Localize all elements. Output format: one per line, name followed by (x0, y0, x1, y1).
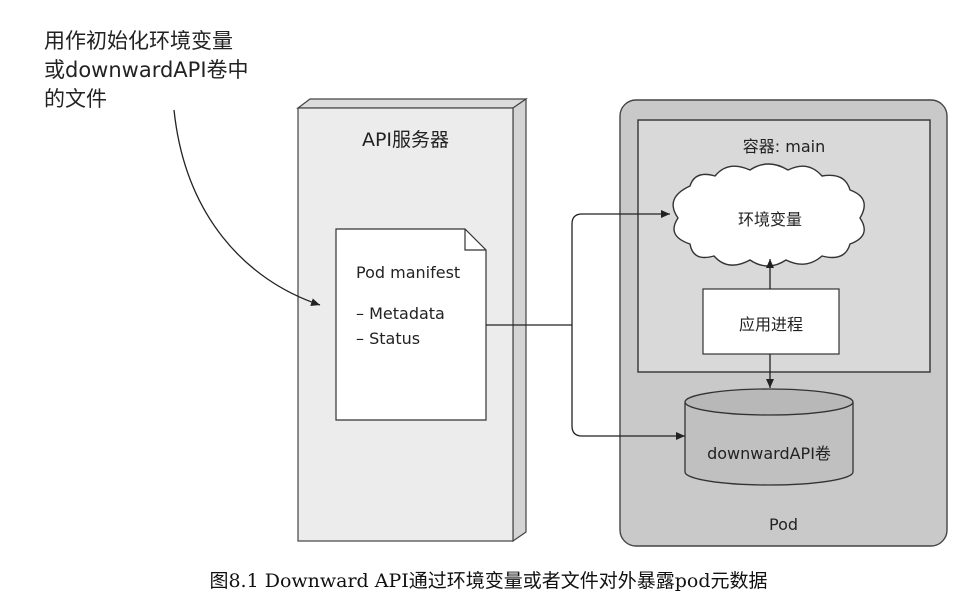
annotation-line-2: 或downwardAPI卷中 (44, 58, 249, 82)
annotation-text: 用作初始化环境变量 或downwardAPI卷中 的文件 (44, 27, 304, 114)
annotation-curve-arrow (173, 109, 321, 306)
annotation-line-3: 的文件 (44, 87, 107, 111)
arrow-to-volume (571, 325, 685, 440)
manifest-item-metadata: – Metadata (356, 304, 445, 323)
app-process-label: 应用进程 (738, 315, 803, 334)
manifest-item-status: – Status (356, 329, 421, 348)
figure-caption: 图8.1 Downward API通过环境变量或者文件对外暴露pod元数据 (209, 570, 768, 592)
manifest-title: Pod manifest (356, 263, 461, 282)
api-server-title: API服务器 (361, 129, 450, 151)
annotation-line-1: 用作初始化环境变量 (44, 29, 233, 53)
arrow-to-env-vars (571, 210, 670, 325)
container-main-title: 容器: main (742, 137, 826, 156)
pod-manifest-document (335, 228, 487, 421)
app-process-box (702, 288, 840, 355)
volume-label: downwardAPI卷 (707, 444, 831, 463)
env-vars-label: 环境变量 (737, 210, 802, 229)
pod-label: Pod (768, 515, 799, 534)
downward-api-volume-cylinder (684, 388, 854, 486)
connector-lines (173, 109, 774, 440)
env-vars-cloud (672, 163, 865, 267)
